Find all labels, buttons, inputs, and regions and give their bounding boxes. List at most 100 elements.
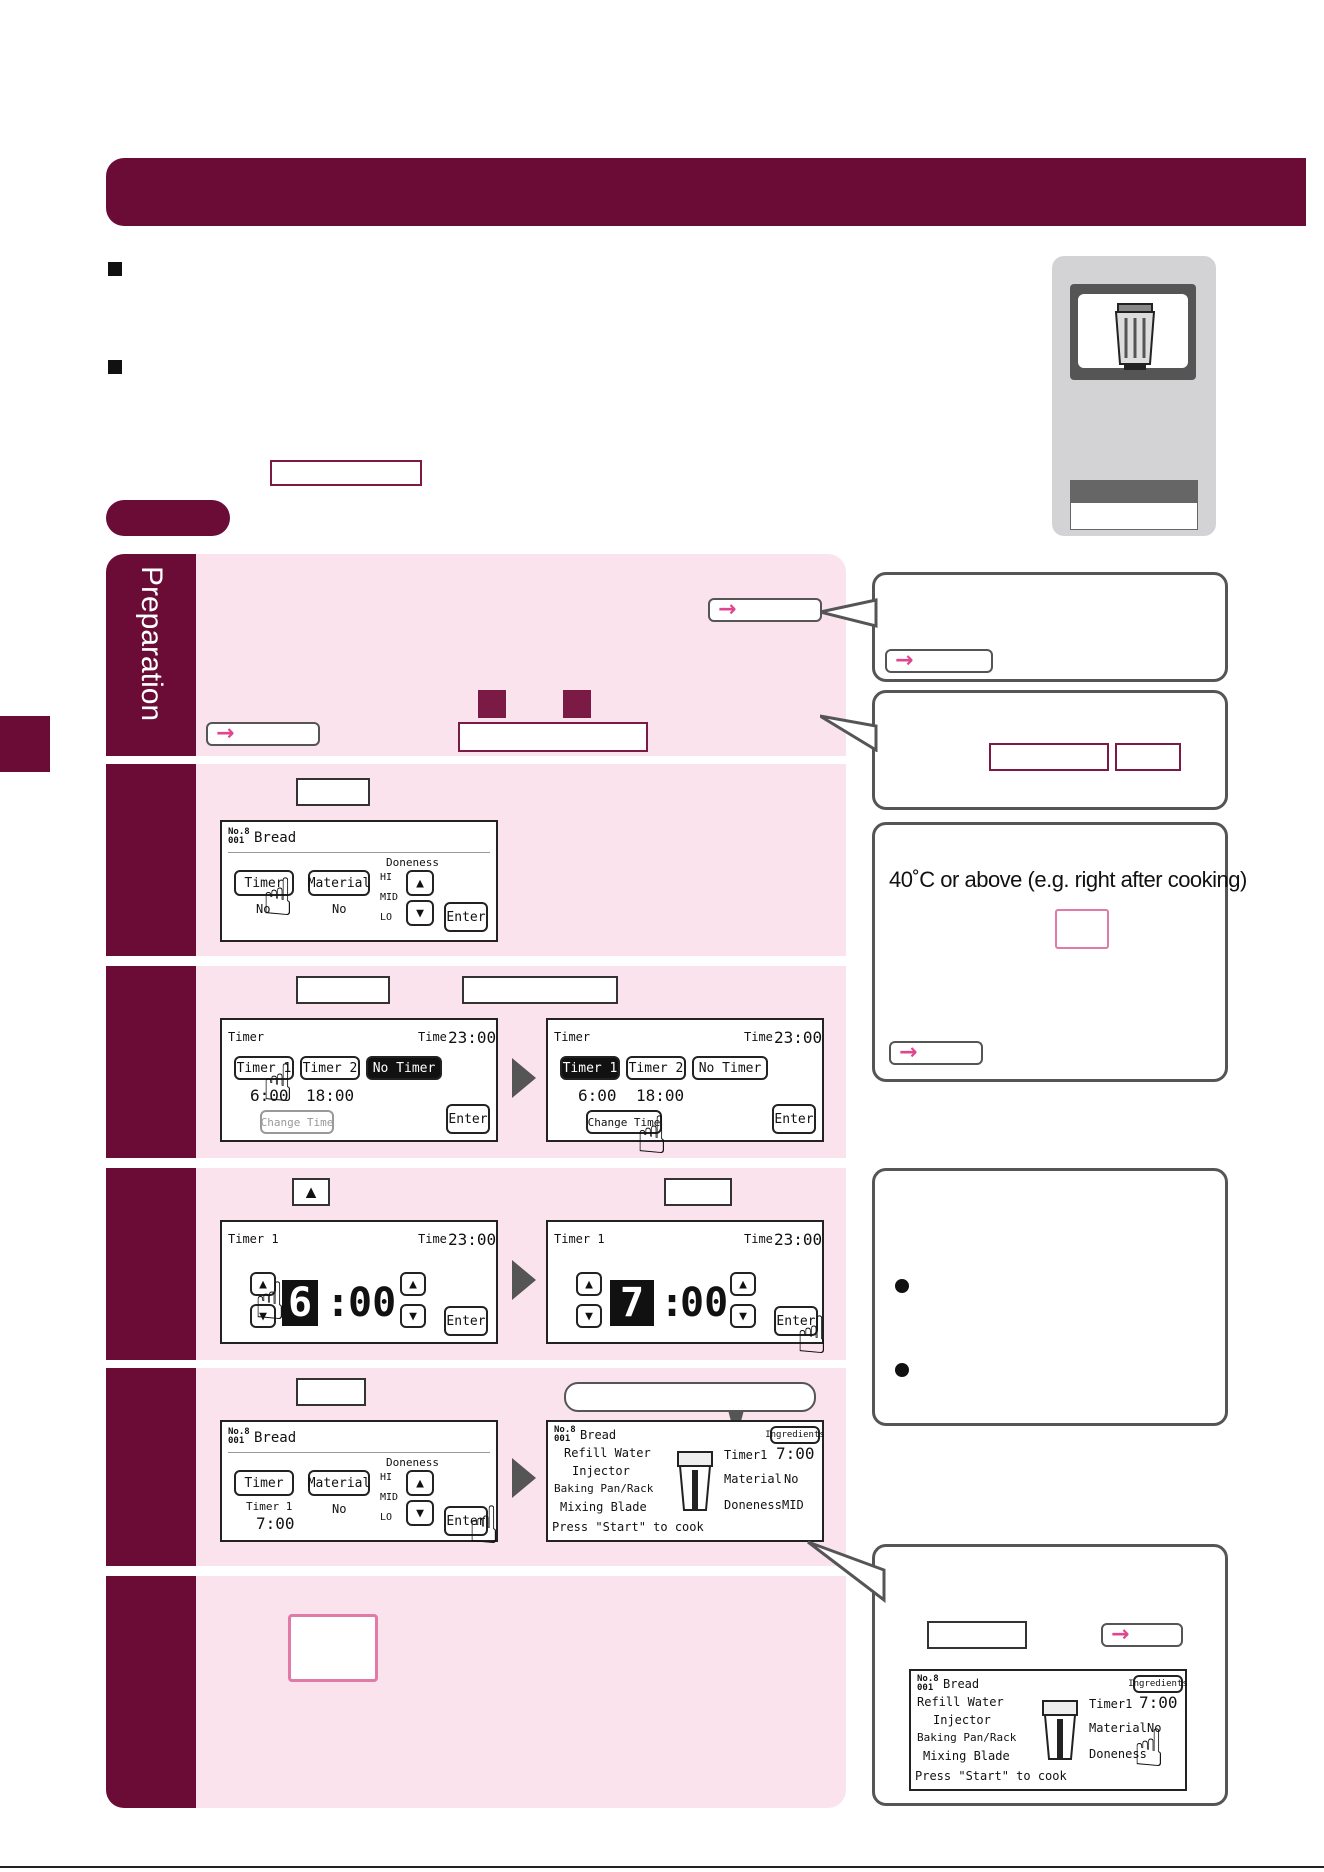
step-5-strip xyxy=(106,1576,196,1808)
timer-button[interactable]: Timer xyxy=(234,870,294,896)
lcd-title: Bread xyxy=(254,830,297,846)
minute-display: 00 xyxy=(348,1280,397,1326)
lcd-step-3a: Timer 1 Time 23:00 ▲ ▼ 6 : 00 ▲ ▼ Enter xyxy=(220,1220,498,1344)
bread-pan-icon xyxy=(1114,303,1156,370)
pointing-hand-icon: ☝ xyxy=(468,1496,500,1556)
key-icon-box xyxy=(1055,909,1109,949)
minute-up-button[interactable]: ▲ xyxy=(400,1272,426,1296)
enter-button[interactable]: Enter xyxy=(774,1306,818,1336)
no-timer-button[interactable]: No Timer xyxy=(692,1056,768,1080)
enter-button[interactable]: Enter xyxy=(444,1506,488,1536)
hour-down-button[interactable]: ▼ xyxy=(576,1304,602,1328)
arrow-right-icon: → xyxy=(718,597,737,622)
enter-button[interactable]: Enter xyxy=(772,1104,816,1134)
callout-4 xyxy=(872,1168,1228,1426)
time-label: Time xyxy=(418,1232,447,1246)
key-label-box xyxy=(296,778,370,806)
ingredients-button[interactable]: Ingredients xyxy=(765,1426,825,1444)
doneness-lo: LO xyxy=(380,1512,393,1523)
pointing-hand-icon: ☝ xyxy=(796,1306,828,1366)
mixing-blade: Mixing Blade xyxy=(560,1500,647,1514)
up-arrow-button[interactable]: ▲ xyxy=(406,870,434,896)
enter-button[interactable]: Enter xyxy=(446,1104,490,1134)
change-time-button[interactable]: Change Time xyxy=(586,1110,662,1134)
lcd-step-2b: Timer Time 23:00 Timer 1 Timer 2 No Time… xyxy=(546,1018,824,1142)
up-arrow-icon: ▲ xyxy=(739,1276,747,1292)
ingredients-button[interactable]: Ingredients xyxy=(1128,1675,1188,1693)
lcd-callout: No.8 001 Bread Ingredients Refill Water … xyxy=(909,1669,1188,1791)
up-arrow-button[interactable]: ▲ xyxy=(406,1470,434,1496)
see-page-link[interactable]: → xyxy=(885,649,993,673)
timer-button[interactable]: Timer xyxy=(234,1470,294,1496)
injector: Injector xyxy=(933,1713,991,1727)
reference-box xyxy=(458,722,648,752)
refill-water: Refill Water xyxy=(917,1695,1004,1709)
timer-2-button[interactable]: Timer 2 xyxy=(626,1056,686,1080)
callout-2 xyxy=(872,690,1228,810)
timer-2-button[interactable]: Timer 2 xyxy=(300,1056,360,1080)
up-arrow-icon: ▲ xyxy=(416,1475,424,1491)
material-button[interactable]: Material xyxy=(308,870,370,896)
reference-box xyxy=(989,743,1109,771)
key-label-box xyxy=(664,1178,732,1206)
pointing-hand-icon: ☝ xyxy=(636,1106,668,1166)
hour-display: 7 xyxy=(610,1280,655,1326)
doneness-mid: MID xyxy=(380,1492,399,1503)
up-arrow-icon: ▲ xyxy=(409,1276,417,1292)
change-time-button[interactable]: Change Time xyxy=(260,1110,334,1134)
doneness-label: Doneness xyxy=(386,1456,439,1469)
time-label: Time xyxy=(418,1030,447,1044)
press-start: Press "Start" to cook xyxy=(915,1769,1067,1783)
callout-pointer xyxy=(820,598,878,628)
material-button[interactable]: Material xyxy=(308,1470,370,1496)
down-arrow-icon: ▼ xyxy=(259,1308,267,1324)
down-arrow-button[interactable]: ▼ xyxy=(406,900,434,926)
section-pill xyxy=(106,500,230,536)
timer1-label: Timer1 xyxy=(724,1448,768,1462)
see-page-link[interactable]: → xyxy=(708,598,822,622)
timer-1-button[interactable]: Timer 1 xyxy=(560,1056,620,1080)
timer-1-value: 6:00 xyxy=(578,1086,617,1105)
bottom-rule xyxy=(0,1866,1324,1868)
step-5-panel xyxy=(106,1576,846,1808)
timer1-value: 7:00 xyxy=(1139,1693,1178,1712)
see-page-link[interactable]: → xyxy=(1101,1623,1183,1647)
down-arrow-icon: ▼ xyxy=(739,1308,747,1324)
down-arrow-button[interactable]: ▼ xyxy=(406,1500,434,1526)
lcd-title: Bread xyxy=(580,1428,617,1442)
hour-up-button[interactable]: ▲ xyxy=(250,1272,276,1296)
timer-time: 7:00 xyxy=(256,1514,295,1533)
minute-down-button[interactable]: ▼ xyxy=(400,1304,426,1328)
down-arrow-icon: ▼ xyxy=(585,1308,593,1324)
up-key-box: ▲ xyxy=(292,1178,330,1206)
press-start: Press "Start" to cook xyxy=(552,1520,704,1534)
side-tab-marker xyxy=(0,716,50,772)
enter-button[interactable]: Enter xyxy=(444,902,488,932)
accessory-panel xyxy=(1052,256,1216,536)
minute-down-button[interactable]: ▼ xyxy=(730,1304,756,1328)
no-timer-button[interactable]: No Timer xyxy=(366,1056,442,1080)
pointing-hand-icon: ☝ xyxy=(262,868,294,928)
see-page-link[interactable]: → xyxy=(206,722,320,746)
lcd-title: Bread xyxy=(254,1430,297,1446)
timer-2-value: 18:00 xyxy=(636,1086,685,1105)
see-page-link[interactable]: → xyxy=(889,1041,983,1065)
step-4-strip xyxy=(106,1368,196,1566)
current-time: 23:00 xyxy=(774,1230,823,1249)
lcd-program-no: No.8 001 xyxy=(228,1427,250,1446)
hour-up-button[interactable]: ▲ xyxy=(576,1272,602,1296)
timer-1-button[interactable]: Timer 1 xyxy=(234,1056,294,1080)
start-key-icon xyxy=(288,1614,378,1682)
doneness-label: Doneness xyxy=(386,856,439,869)
breadmaker-icon xyxy=(677,1451,713,1511)
minute-up-button[interactable]: ▲ xyxy=(730,1272,756,1296)
callout-1: → xyxy=(872,572,1228,682)
pointing-hand-icon: ☝ xyxy=(262,1054,294,1114)
material-value: No xyxy=(784,1472,799,1486)
hour-down-button[interactable]: ▼ xyxy=(250,1304,276,1328)
material-value: No xyxy=(332,902,347,916)
time-colon: : xyxy=(326,1280,351,1326)
enter-button[interactable]: Enter xyxy=(444,1306,488,1336)
key-label-box xyxy=(927,1621,1027,1649)
current-time: 23:00 xyxy=(448,1028,497,1047)
